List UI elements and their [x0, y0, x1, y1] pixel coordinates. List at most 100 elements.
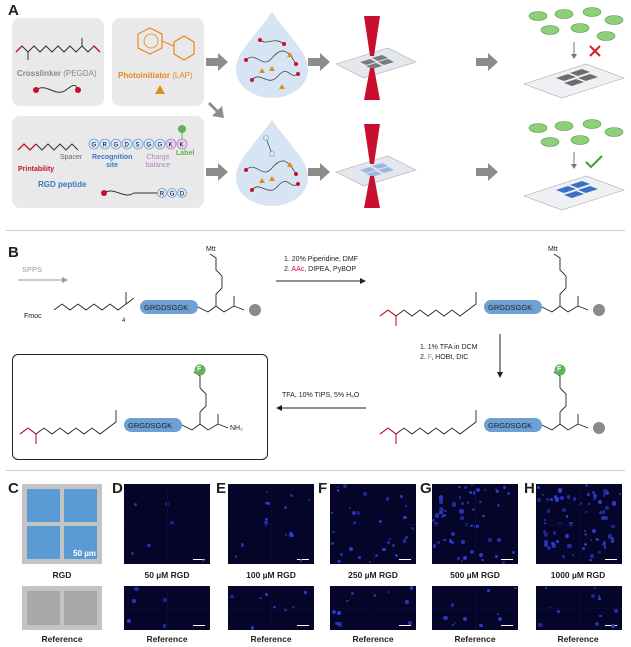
- cell-nucleus: [395, 554, 399, 558]
- cell-nucleus: [240, 543, 245, 547]
- cell-nucleus: [267, 502, 270, 505]
- cell-nucleus: [543, 518, 547, 522]
- pattern-gap: [432, 524, 518, 525]
- rgd-label: RGD: [52, 570, 72, 580]
- cell-nucleus: [404, 535, 409, 540]
- cell-nucleus: [486, 589, 490, 593]
- cell-nucleus: [541, 493, 545, 497]
- cell-nucleus: [585, 484, 589, 488]
- sub4-1: 4: [122, 318, 126, 324]
- cell-nucleus: [437, 541, 440, 545]
- cell-nucleus: [599, 614, 602, 618]
- cell-nucleus: [165, 501, 169, 506]
- cell-nucleus: [544, 586, 548, 590]
- cell-nucleus: [283, 505, 287, 509]
- cell-nucleus: [608, 534, 613, 539]
- pattern-gap: [330, 608, 416, 609]
- cell-nucleus: [613, 608, 619, 614]
- crosslinker-box: [12, 18, 104, 106]
- panel-label-c: C: [8, 480, 19, 497]
- caption-e: 100 µM RGD: [246, 570, 296, 580]
- pattern-gap: [124, 608, 210, 609]
- cell-nucleus: [291, 606, 295, 610]
- panel-label-g: G: [420, 480, 432, 497]
- cell-nucleus: [556, 539, 559, 543]
- cell-nucleus: [596, 538, 600, 542]
- step1-prefix: 2.: [284, 266, 292, 273]
- cell-nucleus: [334, 621, 339, 626]
- peptide-box-final: GRGDSGGK: [128, 421, 173, 430]
- cell-nucleus: [443, 615, 448, 621]
- cell-nucleus: [543, 529, 547, 533]
- cell-nucleus: [590, 553, 595, 558]
- cell-nucleus: [602, 494, 606, 497]
- crosslinker-icon: [33, 84, 81, 93]
- cell-nucleus: [459, 509, 464, 514]
- cell-nucleus: [170, 521, 174, 525]
- cell-nucleus: [439, 511, 443, 515]
- label-charge: Charge balance: [145, 154, 171, 169]
- panel-label-b: B: [8, 244, 19, 261]
- cell-nucleus: [598, 596, 601, 600]
- cell-nucleus: [289, 494, 293, 497]
- cell-nucleus: [330, 542, 334, 546]
- cell-nucleus: [572, 554, 575, 557]
- cell-nucleus: [511, 551, 515, 555]
- cell-nucleus: [391, 543, 396, 548]
- cell-nucleus: [460, 501, 464, 506]
- cell-nucleus: [450, 531, 455, 536]
- cell-nucleus: [594, 586, 597, 589]
- cell-nucleus: [130, 551, 134, 555]
- cell-nucleus: [134, 586, 139, 592]
- micrograph-f: [330, 484, 416, 564]
- cell-nucleus: [303, 590, 307, 594]
- label-printability: Printability: [18, 166, 55, 173]
- cell-nucleus: [263, 521, 269, 526]
- cell-nucleus: [439, 499, 444, 504]
- cell-nucleus: [202, 559, 205, 562]
- structure-aac-mtt: [379, 253, 605, 326]
- scale-bar: [297, 558, 309, 560]
- cell-nucleus: [603, 489, 608, 494]
- micrograph-e-ref: [228, 586, 314, 630]
- micrograph-h-ref: [536, 586, 622, 630]
- cell-nucleus: [464, 486, 468, 490]
- step2-line1: 1. 1% TFA in DCM: [420, 344, 478, 351]
- cell-nucleus: [589, 539, 593, 542]
- cell-nucleus: [472, 491, 476, 495]
- cell-nucleus: [442, 509, 445, 512]
- rgd-peptide-name: RGD peptide: [38, 180, 87, 189]
- cell-nucleus: [439, 494, 443, 499]
- pattern-gap: [432, 608, 518, 609]
- cell-nucleus: [369, 561, 372, 564]
- cell-nucleus: [285, 534, 288, 537]
- panel-label-e: E: [216, 480, 227, 497]
- cell-nucleus: [481, 558, 484, 562]
- micrograph-g: [432, 484, 518, 564]
- cell-nucleus: [598, 499, 603, 504]
- bead-8: K: [169, 143, 173, 149]
- cell-nucleus: [599, 510, 603, 515]
- cell-nucleus: [496, 612, 499, 615]
- cell-nucleus: [488, 538, 492, 542]
- cell-nucleus: [264, 593, 268, 596]
- caption-e-ref: Reference: [250, 634, 292, 644]
- fmoc-label: Fmoc: [24, 313, 42, 320]
- pattern-gap: [536, 524, 622, 525]
- scale-bar: [193, 624, 205, 626]
- cell-nucleus: [472, 507, 476, 511]
- cell-nucleus: [502, 561, 505, 564]
- bead-6: G: [147, 143, 152, 149]
- cell-nucleus: [483, 488, 486, 491]
- cell-nucleus: [234, 555, 238, 559]
- cell-nucleus: [387, 541, 390, 544]
- cell-nucleus: [605, 506, 609, 510]
- cell-nucleus: [601, 510, 606, 514]
- label-recognition: Recognition site: [92, 154, 133, 169]
- cell-nucleus: [250, 626, 254, 630]
- step2-prefix: 2.: [420, 354, 428, 361]
- cell-nucleus: [162, 597, 167, 602]
- cell-nucleus: [470, 484, 473, 487]
- cell-nucleus: [382, 547, 386, 551]
- cell-nucleus: [372, 593, 377, 597]
